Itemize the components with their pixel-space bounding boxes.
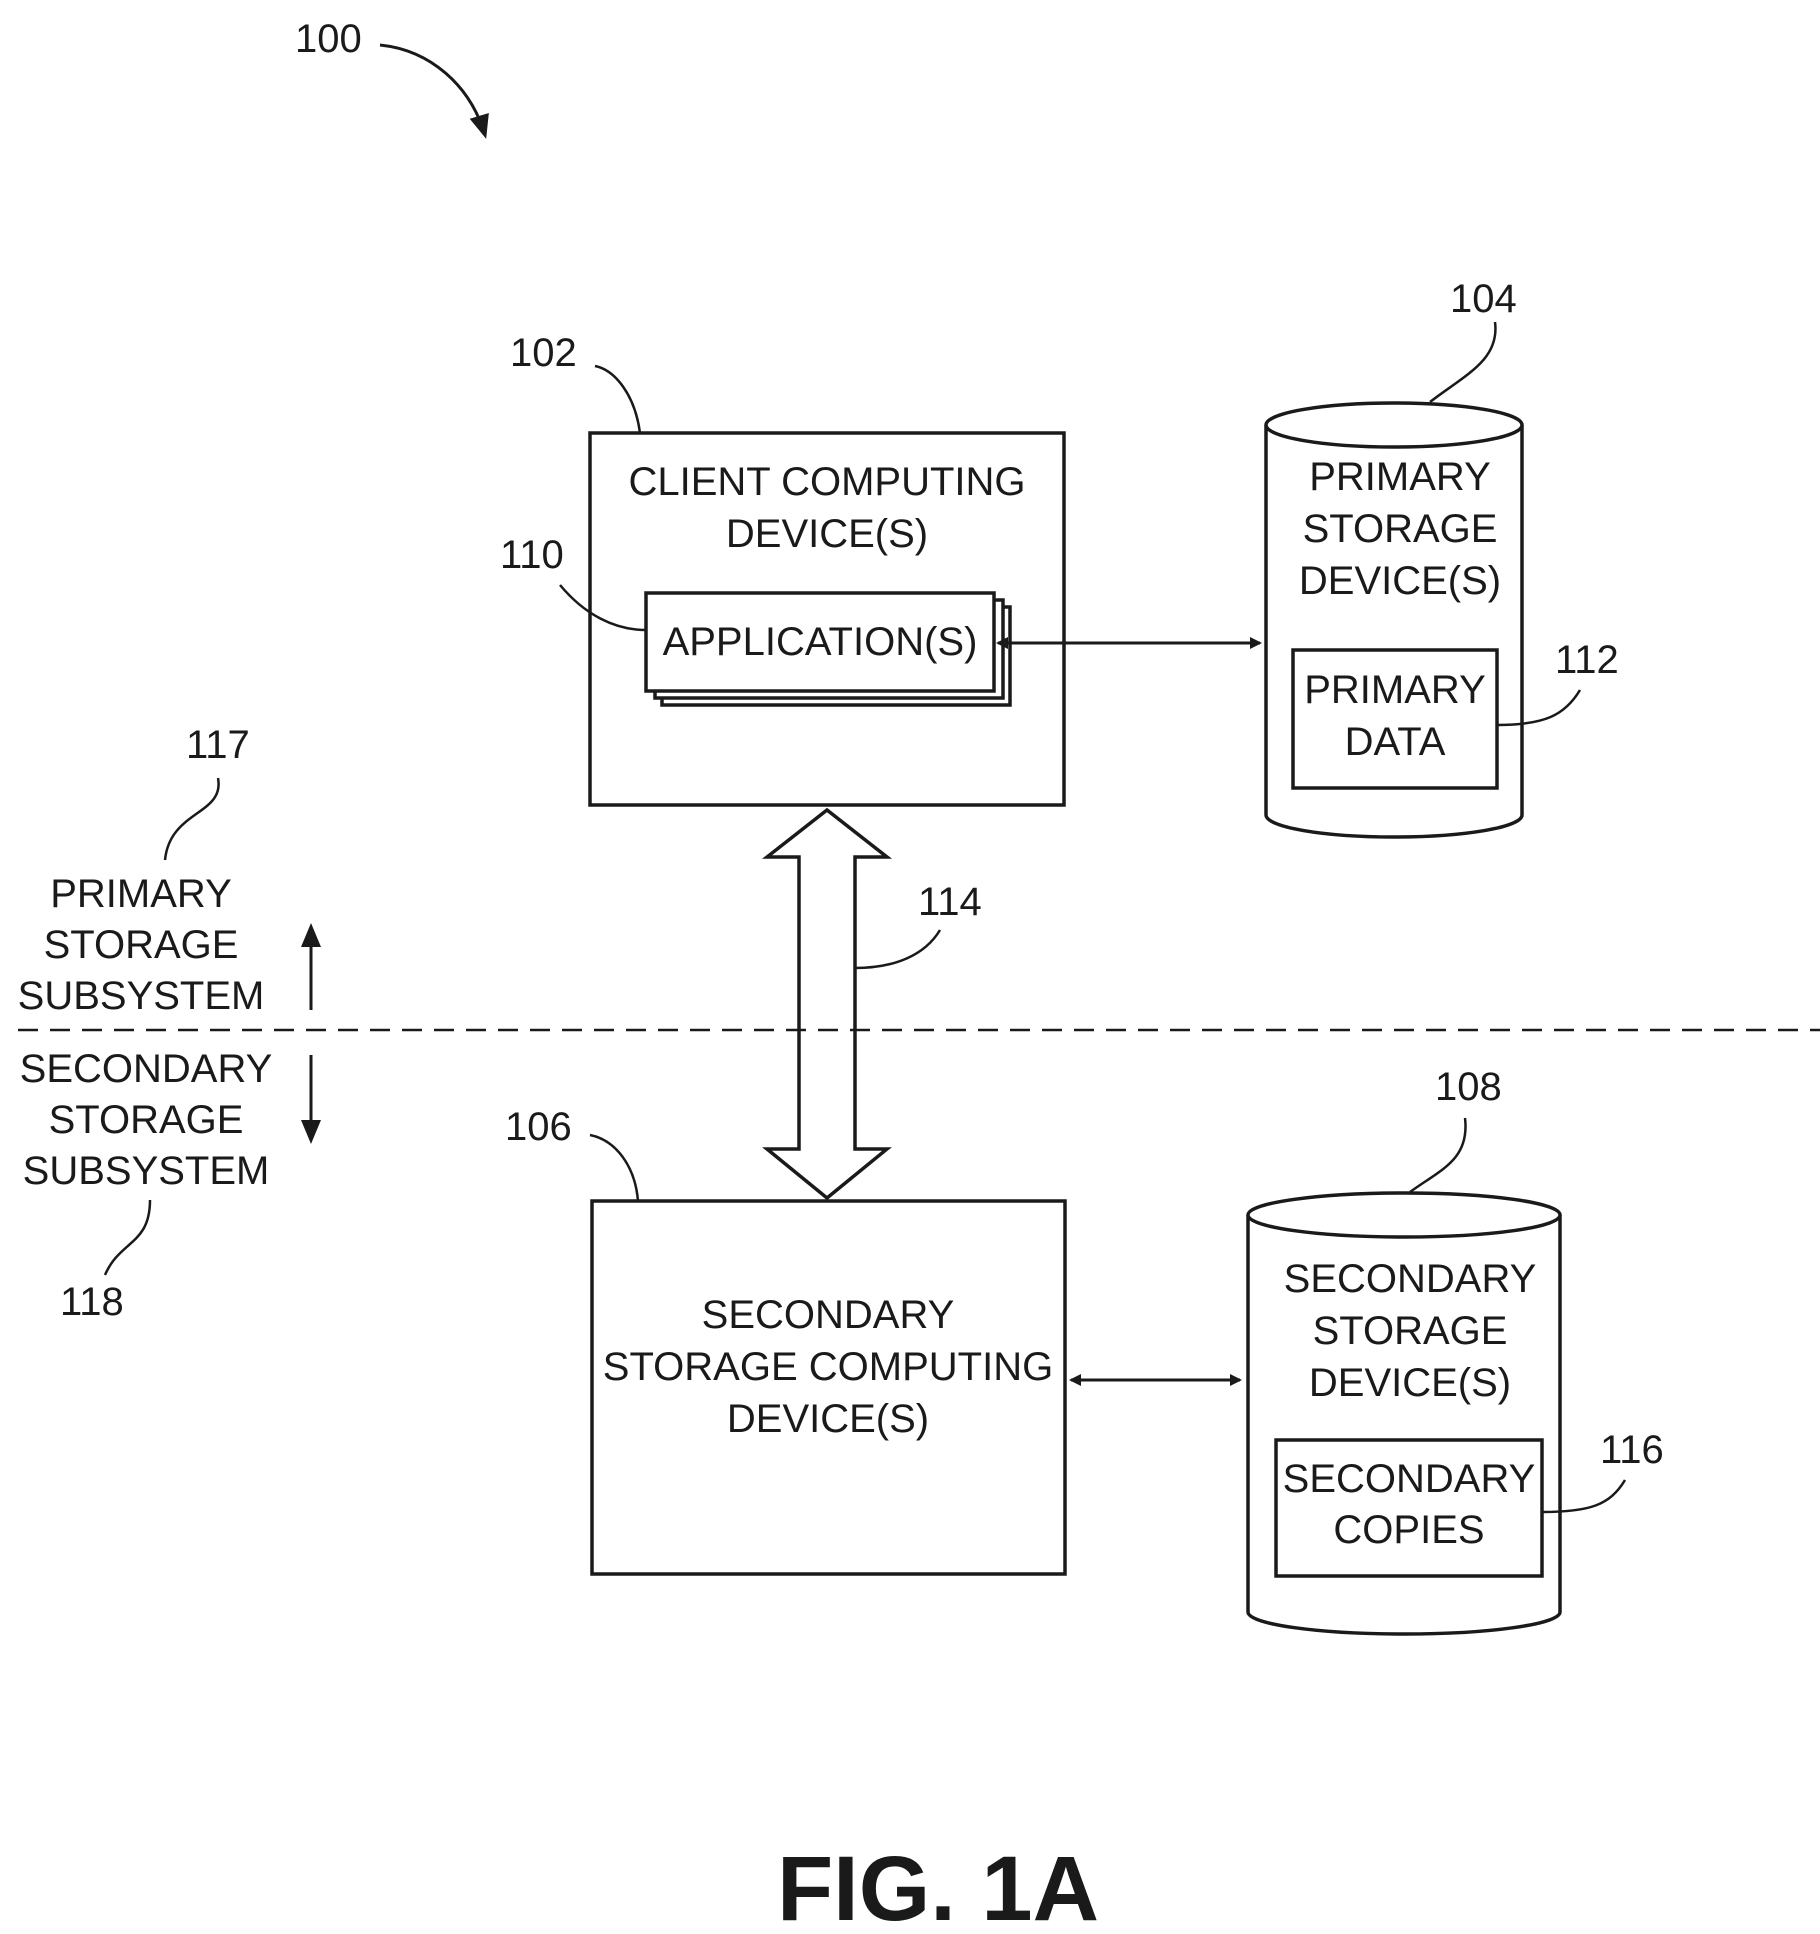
ref-117-leader <box>165 778 219 860</box>
ref-114-leader <box>855 930 940 968</box>
primary-subsystem-line3: SUBSYSTEM <box>18 974 265 1018</box>
figure-caption: FIG. 1A <box>777 1838 1099 1934</box>
ref-116: 116 <box>1600 1428 1664 1472</box>
primary-data-box: PRIMARY DATA <box>1293 650 1497 788</box>
ref-106-leader <box>590 1135 638 1201</box>
ref-100: 100 <box>295 17 362 61</box>
ref-112: 112 <box>1555 638 1619 682</box>
application-label: APPLICATION(S) <box>663 620 978 664</box>
ref-110: 110 <box>500 533 564 577</box>
primary-data-line1: PRIMARY <box>1304 668 1486 712</box>
ref-104: 104 <box>1450 277 1517 321</box>
secondary-storage-line2: STORAGE <box>1313 1309 1508 1353</box>
primary-storage-line3: DEVICE(S) <box>1299 559 1501 603</box>
client-label-line2: DEVICE(S) <box>726 512 928 556</box>
ref-117: 117 <box>186 723 250 767</box>
ref-108-leader <box>1410 1118 1466 1192</box>
ref-118-leader <box>105 1200 150 1275</box>
ref-102-leader <box>595 366 640 433</box>
secondary-copies-box: SECONDARY COPIES <box>1276 1440 1542 1576</box>
ref-108: 108 <box>1435 1065 1502 1109</box>
secondary-subsystem-line3: SUBSYSTEM <box>23 1149 270 1193</box>
client-label-line1: CLIENT COMPUTING <box>628 460 1025 504</box>
primary-subsystem-line2: STORAGE <box>44 923 239 967</box>
application-box: APPLICATION(S) <box>646 593 1010 705</box>
secondary-subsystem-line1: SECONDARY <box>20 1047 273 1091</box>
secondary-storage-computing-device: SECONDARY STORAGE COMPUTING DEVICE(S) <box>592 1201 1065 1574</box>
primary-subsystem-label: PRIMARY STORAGE SUBSYSTEM <box>18 872 265 1018</box>
secondary-storage-line3: DEVICE(S) <box>1309 1361 1511 1405</box>
primary-storage-line2: STORAGE <box>1303 507 1498 551</box>
ref-104-leader <box>1430 322 1495 402</box>
secondary-copies-line1: SECONDARY <box>1283 1457 1536 1501</box>
ref-118: 118 <box>60 1280 124 1324</box>
secondary-computing-line1: SECONDARY <box>702 1293 955 1337</box>
ref-106: 106 <box>505 1105 572 1149</box>
secondary-subsystem-line2: STORAGE <box>49 1098 244 1142</box>
ref-102: 102 <box>510 331 577 375</box>
ref-100-arrow <box>380 45 485 135</box>
ref-114: 114 <box>918 880 982 924</box>
secondary-computing-line2: STORAGE COMPUTING <box>603 1345 1053 1389</box>
primary-subsystem-line1: PRIMARY <box>50 872 232 916</box>
primary-storage-line1: PRIMARY <box>1309 455 1491 499</box>
double-arrow-link <box>767 810 887 1198</box>
secondary-subsystem-label: SECONDARY STORAGE SUBSYSTEM <box>20 1047 273 1193</box>
secondary-computing-line3: DEVICE(S) <box>727 1397 929 1441</box>
secondary-copies-line2: COPIES <box>1333 1508 1484 1552</box>
primary-data-line2: DATA <box>1345 720 1446 764</box>
secondary-storage-line1: SECONDARY <box>1284 1257 1537 1301</box>
